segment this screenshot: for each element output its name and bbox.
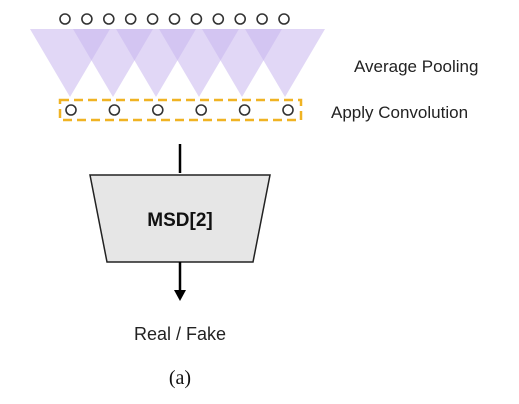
pooled-sample-circle [152, 104, 164, 116]
output-arrow-head [174, 290, 186, 301]
pooled-sample-circle [238, 104, 251, 116]
input-sequence [59, 13, 290, 25]
input-sample-circle [212, 13, 225, 25]
pooled-sequence [65, 104, 294, 116]
pooled-sample-circle [195, 104, 207, 116]
real-fake-label: Real / Fake [134, 324, 226, 344]
input-sample-circle [103, 13, 115, 25]
pooled-sample-circle [282, 104, 294, 116]
input-sample-circle [256, 13, 268, 25]
apply-convolution-label: Apply Convolution [331, 103, 468, 122]
input-sample-circle [146, 13, 159, 25]
pooled-sample-circle [108, 104, 121, 116]
pooling-window-triangle [245, 29, 325, 97]
pooling-windows [30, 29, 325, 97]
input-sample-circle [168, 13, 181, 25]
figure-caption: (a) [169, 367, 191, 389]
input-sample-circle [190, 13, 203, 25]
msd-block [89, 174, 271, 263]
input-sample-circle [59, 13, 71, 25]
msd-block-label: MSD[2] [147, 210, 212, 231]
input-sample-circle [278, 13, 290, 25]
input-sample-circle [234, 13, 246, 25]
average-pooling-label: Average Pooling [354, 57, 478, 76]
input-sample-circle [124, 13, 137, 25]
convolution-dashed-box [58, 98, 303, 122]
pooled-sample-circle [65, 104, 77, 116]
input-sample-circle [81, 13, 93, 25]
